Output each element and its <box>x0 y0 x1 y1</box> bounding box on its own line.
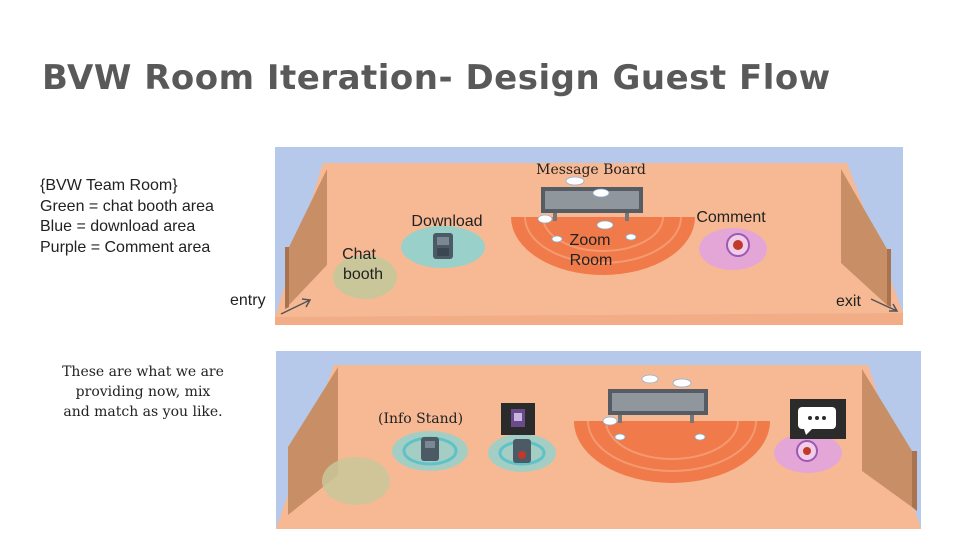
room-layout-top: Message Board Download Comment Chat boot… <box>275 147 903 325</box>
assets-note: These are what we are providing now, mix… <box>40 362 246 422</box>
zoom-label-line2: Room <box>570 252 613 269</box>
left-wall <box>289 169 327 305</box>
legend-heading: {BVW Team Room} <box>40 177 178 194</box>
exit-arrow-icon <box>870 298 899 312</box>
download-label: Download <box>411 213 482 230</box>
download-kiosk-icon <box>421 437 439 461</box>
right-wall <box>862 369 912 507</box>
download-kiosk-icon <box>433 233 453 259</box>
avatar-clouds <box>537 176 637 243</box>
comment-kiosk-icon <box>796 440 818 462</box>
info-stand-thumbnail-icon <box>501 403 535 435</box>
message-board-icon <box>608 389 708 423</box>
avatar-clouds <box>602 374 706 441</box>
legend-purple: Purple = Comment area <box>40 238 211 256</box>
slide-title: BVW Room Iteration- Design Guest Flow <box>42 58 831 98</box>
right-wall <box>841 169 887 305</box>
note-line-3: and match as you like. <box>63 404 223 420</box>
floor-edge <box>275 313 903 325</box>
message-board-label: Message Board <box>536 162 646 178</box>
info-stand-icon <box>513 439 531 463</box>
entry-label: entry <box>230 292 266 309</box>
note-line-1: These are what we are <box>62 364 224 380</box>
entry-arrow-icon <box>280 298 312 315</box>
chat-label-line1: Chat <box>342 246 376 263</box>
chat-booth-area <box>333 255 397 299</box>
room-top-svg: Message Board Download Comment Chat boot… <box>275 147 903 325</box>
room-bottom-svg: (Info Stand) <box>276 351 921 529</box>
comment-kiosk-icon <box>726 233 750 257</box>
room-layout-bottom: (Info Stand) <box>276 351 921 529</box>
exit-label: exit <box>836 293 861 310</box>
message-board-icon <box>541 187 643 221</box>
legend: {BVW Team Room} Green = chat booth area … <box>40 176 214 258</box>
chat-bubble-thumbnail-icon <box>790 399 846 439</box>
comment-label: Comment <box>696 209 766 226</box>
note-line-2: providing now, mix <box>75 384 211 400</box>
chat-label-line2: booth <box>343 266 383 283</box>
info-stand-label: (Info Stand) <box>378 411 463 427</box>
zoom-label-line1: Zoom <box>570 232 611 249</box>
chat-booth-area <box>322 457 390 505</box>
zoom-room-area <box>511 217 695 275</box>
legend-green: Green = chat booth area <box>40 197 214 215</box>
legend-blue: Blue = download area <box>40 218 196 235</box>
